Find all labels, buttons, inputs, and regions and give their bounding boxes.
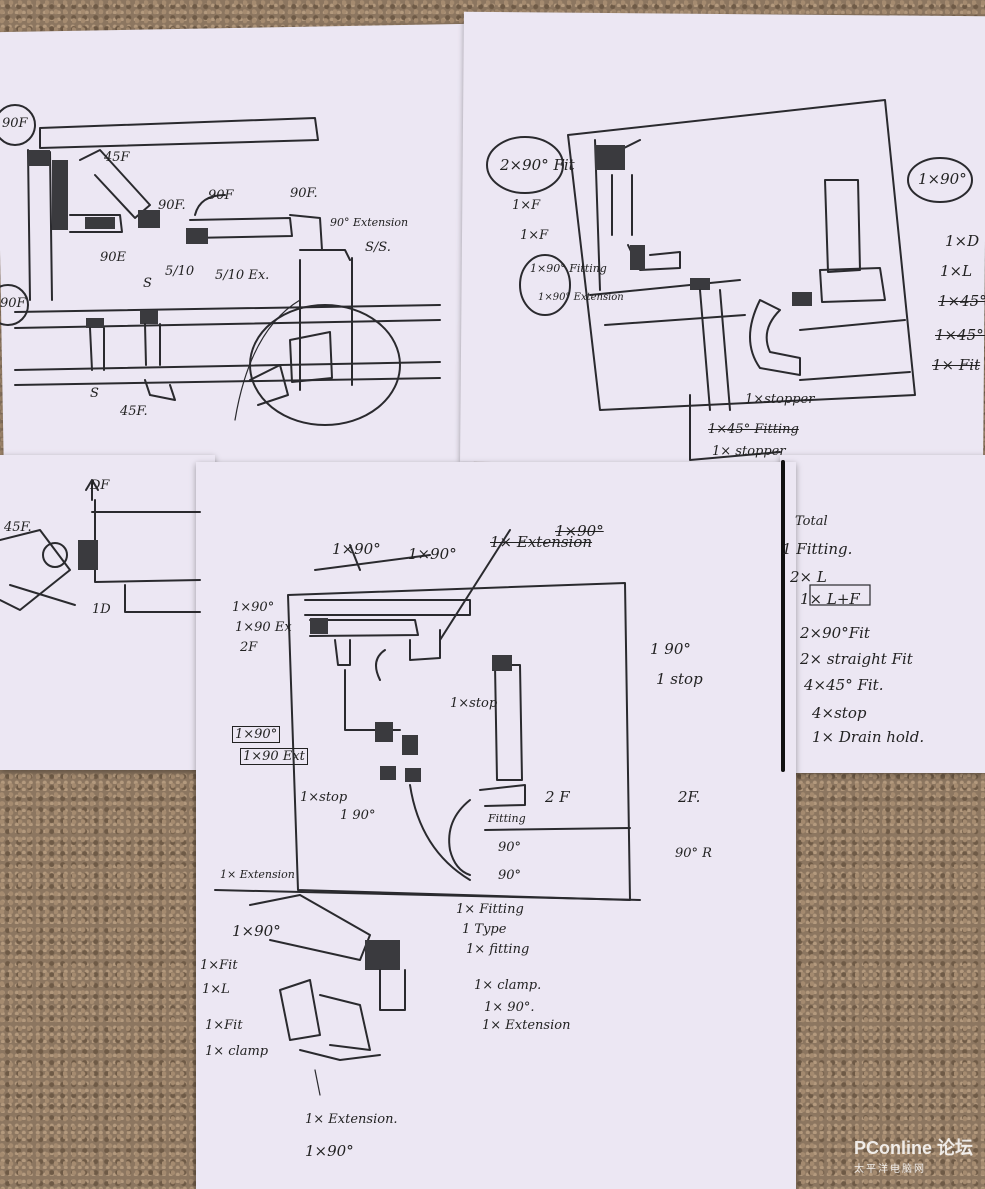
label: 1× clamp	[205, 1044, 269, 1059]
label: DF	[90, 478, 110, 493]
label: 1 Type	[462, 922, 507, 937]
label: 1×90°	[332, 540, 381, 558]
label: 1 90°	[650, 640, 691, 658]
label: 1× Fitting	[456, 902, 524, 917]
label: 1×stopper	[745, 392, 815, 407]
label: 1×90°	[232, 600, 275, 615]
label: 1×45° Fit	[935, 326, 985, 344]
label: 1×90°	[305, 1142, 354, 1160]
label: 1× Extension	[220, 868, 295, 881]
label: 1×stop	[300, 790, 348, 805]
label: 1×90°	[918, 170, 967, 188]
label: 1×90 Ext	[240, 748, 308, 765]
label: 45F	[104, 150, 130, 165]
label: 1× Fit	[932, 356, 981, 374]
total-item: 4×stop	[812, 704, 867, 722]
label: 90° Extension	[330, 216, 409, 229]
label: 1× stopper	[712, 444, 786, 459]
watermark-brand: PConline	[853, 1138, 932, 1158]
total-item: 1× Drain hold.	[812, 728, 925, 746]
label: 1×90° Fitting	[530, 262, 607, 275]
label: 1×90° Extension	[538, 292, 624, 303]
label: 1×F	[512, 198, 541, 213]
label: 45F.	[120, 404, 148, 419]
sketch-middle-left	[0, 479, 201, 613]
label: 1× Extension.	[305, 1112, 398, 1127]
label: 1D	[92, 602, 111, 617]
label: 1 90°	[340, 808, 376, 823]
label: 1×45° Fitting	[708, 422, 799, 437]
label: 1×L	[940, 262, 973, 280]
label: 1× clamp.	[474, 978, 542, 993]
label: S	[143, 276, 152, 291]
label: S/S.	[365, 240, 391, 255]
label: 2×90° Fit	[500, 156, 575, 174]
label: 1×D	[945, 232, 980, 250]
label: 1×L	[202, 982, 230, 997]
label: 1×90°	[555, 522, 604, 540]
label: 1×90°	[232, 726, 281, 743]
total-item: 4×45° Fit.	[804, 676, 884, 694]
label: 90°	[498, 868, 522, 883]
label: 45F.	[4, 520, 32, 535]
label: 1×90°	[232, 922, 281, 940]
label: 1×stop	[450, 696, 498, 711]
label: 90E	[100, 250, 127, 265]
label: Fitting	[488, 812, 526, 825]
label: 5/10 Ex.	[215, 268, 270, 283]
sheet-total	[780, 455, 985, 773]
total-item: 2×90°Fit	[800, 624, 870, 642]
label: 90°	[498, 840, 522, 855]
label: 1×45°	[938, 292, 985, 310]
total-item: 2× straight Fit	[800, 650, 913, 668]
label: 90F	[208, 188, 234, 203]
label: 5/10	[165, 264, 195, 279]
sketch-total	[781, 460, 871, 772]
label: 1× 90°.	[484, 1000, 535, 1015]
label: 1× Extension	[490, 533, 593, 551]
label: 90F	[2, 116, 28, 131]
label: 1×Fit	[205, 1018, 243, 1033]
label: 1× fitting	[466, 942, 530, 957]
total-title: Total	[795, 514, 828, 529]
label: 1×90°	[408, 545, 457, 563]
sketch-top-right	[486, 99, 973, 461]
watermark-suffix: 论坛	[937, 1138, 973, 1158]
sketch-top-left	[0, 104, 441, 426]
label: S	[90, 386, 99, 401]
label: 2F	[240, 640, 258, 655]
label: 1 stop	[656, 670, 703, 688]
label: 2 F	[545, 788, 570, 806]
label: 90F.	[158, 198, 186, 213]
label: 2F.	[678, 788, 701, 806]
total-item: 1 Fitting.	[782, 540, 853, 558]
total-item: 2× L	[790, 568, 827, 586]
label: 90F.	[290, 186, 318, 201]
sketch-bottom	[214, 529, 641, 1096]
label: 90F	[0, 296, 26, 311]
label: 90° R	[675, 846, 712, 861]
label: 1×F	[520, 228, 549, 243]
watermark-sub: 太平洋电脑网	[853, 1164, 926, 1175]
label: 1× Extension	[482, 1018, 571, 1033]
label: 1×90 Ex	[235, 620, 292, 635]
total-item: 1× L+F	[800, 590, 860, 608]
label: 1×Fit	[200, 958, 238, 973]
watermark: PConline 论坛 太平洋电脑网	[854, 1134, 973, 1175]
